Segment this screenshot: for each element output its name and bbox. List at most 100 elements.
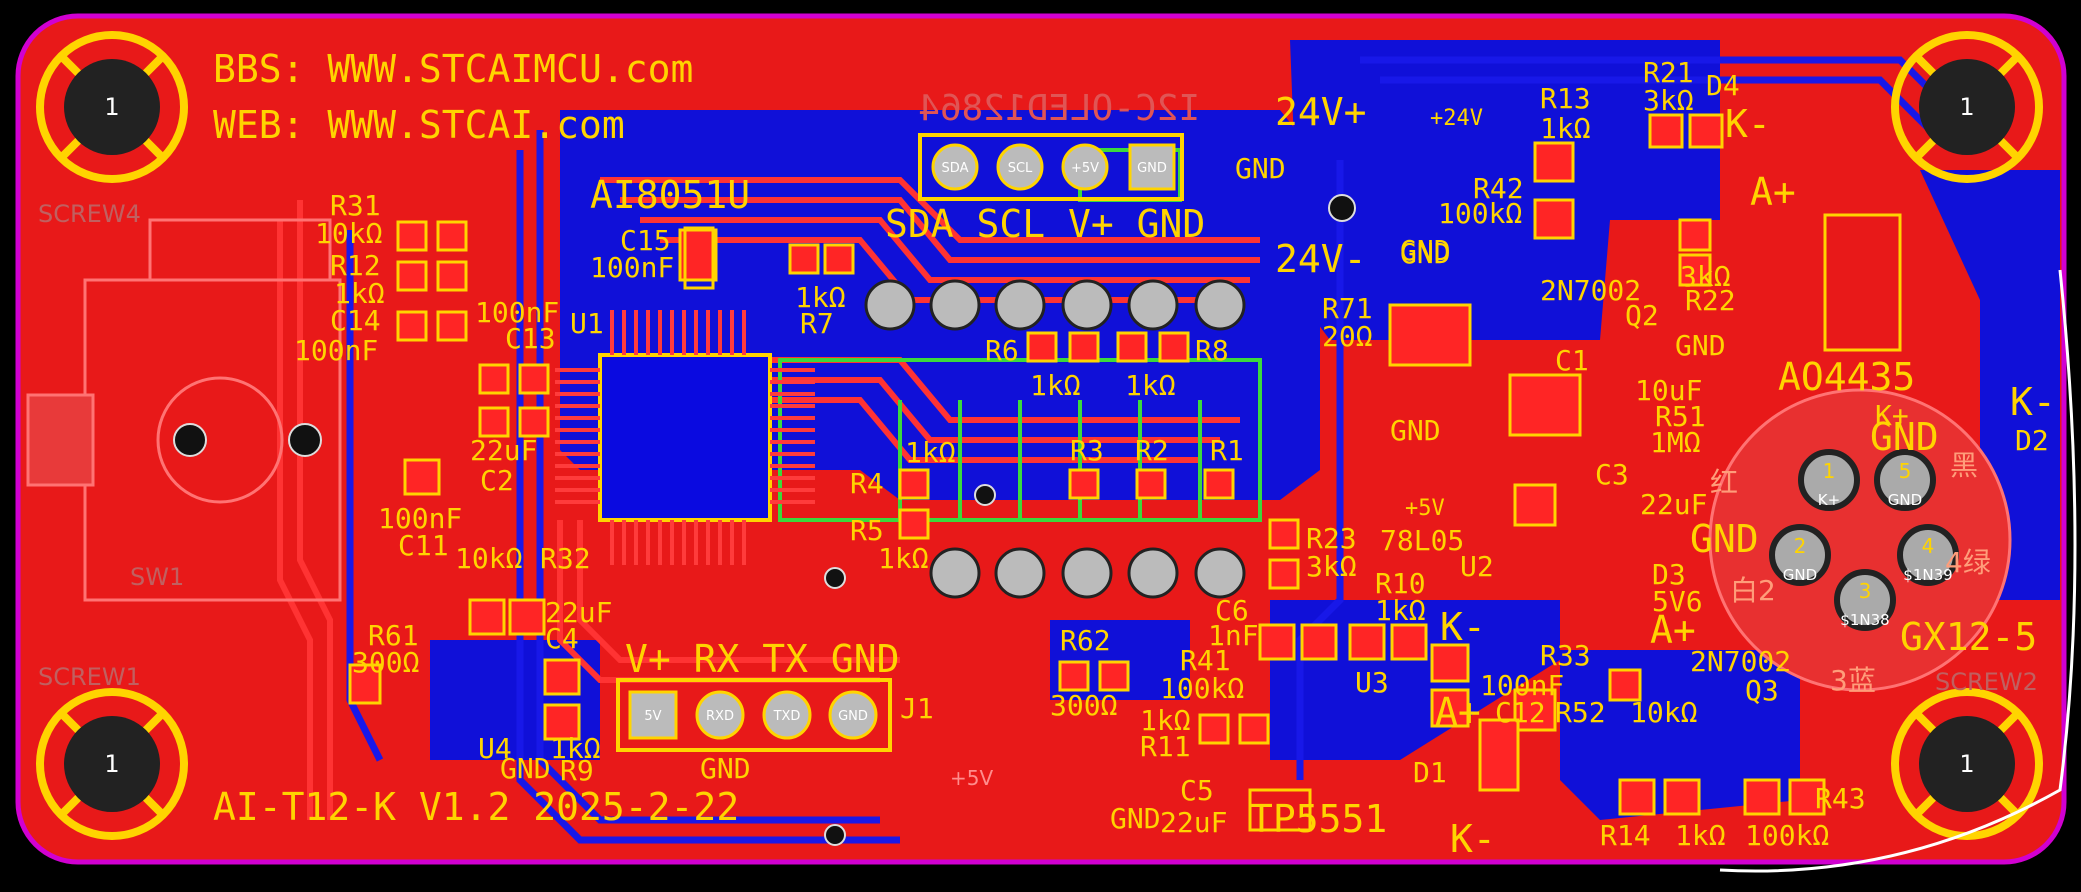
- net-5v-2: +5V: [950, 766, 993, 790]
- val-C15: 100nF: [590, 251, 674, 284]
- val-R12: 1kΩ: [334, 277, 385, 310]
- smd-pads: [348, 113, 1902, 832]
- version-label: AI-T12-K V1.2 2025-2-22: [213, 785, 739, 829]
- val-C6: 1nF: [1208, 619, 1259, 652]
- net-a-plus-3: A+: [1435, 690, 1481, 734]
- net-gnd-2: GND: [1400, 237, 1451, 270]
- val-R61: 300Ω: [352, 646, 419, 679]
- contact-line-bbs: BBS: WWW.STCAIMCU.com: [213, 47, 693, 91]
- aviation-pin-3-net: $1N38: [1840, 611, 1889, 629]
- net-k-plus: K+: [1875, 399, 1909, 432]
- aviation-color-red: 红: [1710, 466, 1738, 499]
- val-R43: 100kΩ: [1745, 819, 1829, 852]
- ref-R8: R8: [1195, 334, 1229, 367]
- val-C13: 100nF: [475, 296, 559, 329]
- ref-R3: R3: [1070, 434, 1104, 467]
- net-gnd-4: GND: [1675, 329, 1726, 362]
- val-R8: 1kΩ: [1125, 369, 1176, 402]
- mount-holes: [36, 31, 2043, 840]
- val-R7: 1kΩ: [795, 281, 846, 314]
- ref-C4: C4: [545, 622, 579, 655]
- ref-R71: R71: [1322, 292, 1373, 325]
- connector-label: J1: [900, 692, 934, 725]
- net-gnd-3: GND: [1390, 414, 1441, 447]
- val-R32: 10kΩ: [455, 542, 522, 575]
- aviation-pin-1-num: 1: [1823, 459, 1836, 483]
- display-pads-bottom: [929, 547, 1246, 599]
- ref-Q2: Q2: [1625, 299, 1659, 332]
- ref-C3: C3: [1595, 458, 1629, 491]
- net-k-minus-4: K-: [1725, 102, 1771, 146]
- ref-C15: C15: [620, 224, 671, 257]
- ref-R10: R10: [1375, 567, 1426, 600]
- contact-line-web: WEB: WWW.STCAI.com: [213, 103, 625, 147]
- aviation-pin-3-num: 3: [1859, 579, 1872, 603]
- val-R5: 1kΩ: [878, 542, 929, 575]
- mount-hole-br-number: 1: [1959, 750, 1974, 778]
- val-C5: 22uF: [1160, 806, 1227, 839]
- ref-R51: R51: [1655, 400, 1706, 433]
- oled-pins-label: SDA SCL V+ GND: [885, 202, 1205, 246]
- ref-R31: R31: [330, 189, 381, 222]
- regulator-label: 78L05: [1380, 524, 1464, 557]
- ref-C5: C5: [1180, 774, 1214, 807]
- net-k-minus-1: K-: [1440, 605, 1486, 649]
- aviation-connector: [1708, 388, 2012, 692]
- net-gnd-8: GND: [500, 752, 551, 785]
- ref-R1: R1: [1210, 434, 1244, 467]
- val-R22: 3kΩ: [1680, 260, 1731, 293]
- ref-R62: R62: [1060, 624, 1111, 657]
- aviation-pin-4-num: 4: [1922, 534, 1935, 558]
- mount-hole-br: [1891, 688, 2043, 840]
- net-a-plus-2: A+: [1650, 608, 1696, 652]
- oled-pin-1: SDA: [942, 161, 969, 176]
- ldo-label: TP5551: [1250, 797, 1387, 841]
- val-Q3: 2N7002: [1690, 645, 1791, 678]
- ref-D2: D2: [2015, 424, 2049, 457]
- aviation-pin-4-net: $1N39: [1903, 566, 1952, 584]
- val-R41: 100kΩ: [1160, 672, 1244, 705]
- net-gnd-10: GND: [1400, 234, 1451, 267]
- net-5v-1: +5V: [1405, 496, 1445, 521]
- oled-header: [918, 133, 1184, 201]
- aviation-color-white: 白2: [1730, 574, 1776, 607]
- aviation-pin-5-num: 5: [1899, 459, 1912, 483]
- val-C14: 100nF: [294, 334, 378, 367]
- ref-R22: R22: [1685, 284, 1736, 317]
- ref-R61: R61: [368, 619, 419, 652]
- ref-R32: R32: [540, 542, 591, 575]
- mcu-label: AI8051U: [590, 173, 750, 217]
- ref-R6: R6: [985, 334, 1019, 367]
- val-R62: 300Ω: [1050, 689, 1117, 722]
- ref-Q3: Q3: [1745, 674, 1779, 707]
- ref-R11: R11: [1140, 730, 1191, 763]
- faint-ref-screw4: SCREW4: [38, 200, 141, 228]
- net-gnd-6: GND: [1690, 517, 1759, 561]
- ref-R21: R21: [1643, 56, 1694, 89]
- ref-C11: C11: [398, 529, 449, 562]
- val-R9: 1kΩ: [550, 732, 601, 765]
- ref-D1: D1: [1413, 756, 1447, 789]
- ref-U4: U4: [478, 732, 512, 765]
- val-R52: 10kΩ: [1630, 696, 1697, 729]
- mount-hole-tl: [36, 31, 188, 183]
- val-C4: 22uF: [545, 596, 612, 629]
- supply-neg-label: 24V-: [1275, 237, 1367, 281]
- display-pads-top: [864, 279, 1246, 331]
- vias: [173, 194, 1356, 846]
- aviation-color-green: 4绿: [1945, 546, 1991, 579]
- ref-U2: U2: [1460, 550, 1494, 583]
- val-R14: 1kΩ: [1675, 819, 1726, 852]
- keepout-arc: [1719, 269, 2077, 873]
- ref-R43: R43: [1815, 782, 1866, 815]
- ref-R41: R41: [1180, 644, 1231, 677]
- bottom-traces: [346, 56, 1963, 844]
- val-R10: 1kΩ: [1375, 594, 1426, 627]
- aviation-color-black: 黑: [1950, 449, 1978, 482]
- faint-ref-screw1: SCREW1: [38, 663, 141, 691]
- val-C2: 22uF: [470, 434, 537, 467]
- ref-C14: C14: [330, 304, 381, 337]
- val-R4: 1kΩ: [905, 436, 956, 469]
- net-gnd-5: GND: [1870, 415, 1939, 459]
